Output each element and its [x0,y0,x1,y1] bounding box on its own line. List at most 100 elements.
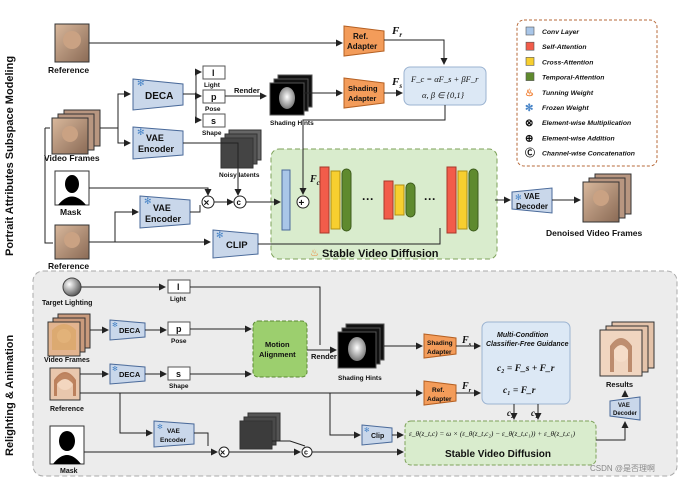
vae-decoder-top: ✻ VAE Decoder [511,187,553,214]
svg-text:l: l [177,282,180,292]
reference-image [54,23,90,63]
svg-text:c: c [237,198,242,207]
bottom-render-label: Render [311,352,337,361]
legend-label: Channel-wise Concatenation [542,151,635,158]
svg-text:VAE: VAE [167,428,181,435]
legend-swatch [525,72,535,81]
bottom-light-param: l Light [167,279,191,303]
bottom-shading-hints-label: Shading Hints [338,375,382,382]
bottom-shape-param: s Shape [167,366,191,390]
ellipsis: ··· [362,192,374,206]
snowflake-icon: ✻ [144,196,152,206]
svg-text:Light: Light [204,82,221,89]
pose-param: p Pose [202,89,226,113]
svg-text:s: s [176,369,181,379]
bottom-concat-operator: c [301,446,313,458]
cross-attention-block [457,170,468,230]
svg-text:DECA: DECA [119,326,141,335]
target-lighting-sphere [62,277,82,297]
svg-text:Light: Light [170,296,187,303]
svg-text:Multi-Condition: Multi-Condition [497,332,548,339]
legend-swatch [525,57,535,66]
svd-title-bottom: Stable Video Diffusion [445,449,551,460]
svg-text:Adapter: Adapter [427,396,452,403]
reference-image-2 [54,224,90,260]
shading-hints-stack [269,74,313,116]
F-r-label: Fr [391,25,402,39]
svg-text:Shape: Shape [169,383,189,390]
legend-symbol-icon: ♨ [525,88,534,99]
svg-text:p: p [211,92,217,102]
shading-adapter-top: Shading Adapter [343,77,385,109]
svg-text:Adapter: Adapter [348,94,376,103]
c2-label: c₂ [507,408,514,418]
bottom-vae-decoder: VAE Decoder [609,396,641,421]
top-section-title: Portrait Attributes Subspace Modeling [4,56,16,256]
legend-label: Tunning Weight [542,90,594,97]
reference-label: Reference [48,65,89,75]
snowflake-icon: ✻ [216,230,224,240]
legend-symbol-icon: ✻ [525,103,533,114]
svg-text:VAE: VAE [524,192,541,201]
snowflake-icon: ✻ [112,365,118,373]
bottom-mask-label: Mask [60,468,78,475]
F-s-label: Fs [391,76,402,90]
bottom-reference-label: Reference [50,406,84,413]
svg-text:Adapter: Adapter [427,349,452,356]
svg-text:Encoder: Encoder [160,437,186,444]
bottom-connectors [80,283,629,456]
svg-text:Adapter: Adapter [347,42,377,51]
fire-icon: ♨ [310,248,319,259]
svg-text:CLIP: CLIP [226,240,248,251]
svg-text:VAE: VAE [618,403,630,409]
legend-item: Self-Attention [525,41,587,51]
svg-text:Encoder: Encoder [138,144,175,154]
top-connectors [44,39,581,246]
results-stack [599,321,655,377]
svg-text:p: p [176,324,182,334]
reference-label-2: Reference [48,261,89,271]
bottom-video-frames-label: Video Frames [44,357,90,364]
legend-label: Conv Layer [542,29,579,36]
svg-text:×: × [220,448,225,458]
snowflake-icon: ✻ [515,193,522,202]
svg-text:Pose: Pose [205,106,221,113]
temporal-attention-block [468,168,479,232]
cfg-formula: ε_θ(z_t,c) = ω × (ε_θ(z_t,c₂) − ε_θ(z_t,… [409,429,576,438]
legend-item: ✻Frozen Weight [525,103,589,114]
video-frames-label: Video Frames [44,153,100,163]
snowflake-icon: ✻ [364,426,370,434]
multiply-operator: × [201,195,215,209]
legend-symbol-icon: ⊕ [525,133,533,144]
legend-item: Temporal-Attention [525,72,604,82]
noisy-latents-stack [220,129,262,169]
legend-label: Element-wise Addition [542,135,615,142]
clip-block-top: ✻ CLIP [212,229,259,259]
legend-label: Self-Attention [542,44,587,51]
bottom-F-r-label: Fr [461,381,472,394]
legend-label: Cross-Attention [542,59,593,66]
svg-text:+: + [299,198,305,209]
svg-text:Clip: Clip [371,433,384,440]
svg-text:c₁ = F_r: c₁ = F_r [503,386,536,396]
deca-block: ✻ DECA [132,78,184,111]
svg-text:×: × [204,198,210,209]
denoised-label: Denoised Video Frames [546,228,642,238]
bottom-clip: ✻ Clip [361,424,393,446]
video-frames-stack [51,109,101,155]
render-label: Render [234,86,260,95]
conv-layer-block [281,169,291,231]
guidance-box: Multi-Condition Classifier-Free Guidance… [481,321,571,405]
svd-blocks: ······ [281,166,479,234]
svg-text:DECA: DECA [119,370,141,379]
svg-text:Decoder: Decoder [613,411,638,417]
svg-text:DECA: DECA [145,91,173,102]
svg-text:c₂ = F_s + F_r: c₂ = F_s + F_r [497,364,555,374]
vae-encoder-top: ✻ VAE Encoder [132,126,184,160]
ref-adapter-top: Ref. Adapter [343,25,385,57]
bottom-multiply-operator: × [218,446,230,458]
legend-label: Element-wise Multiplication [542,120,631,127]
self-attention-block [319,166,330,234]
